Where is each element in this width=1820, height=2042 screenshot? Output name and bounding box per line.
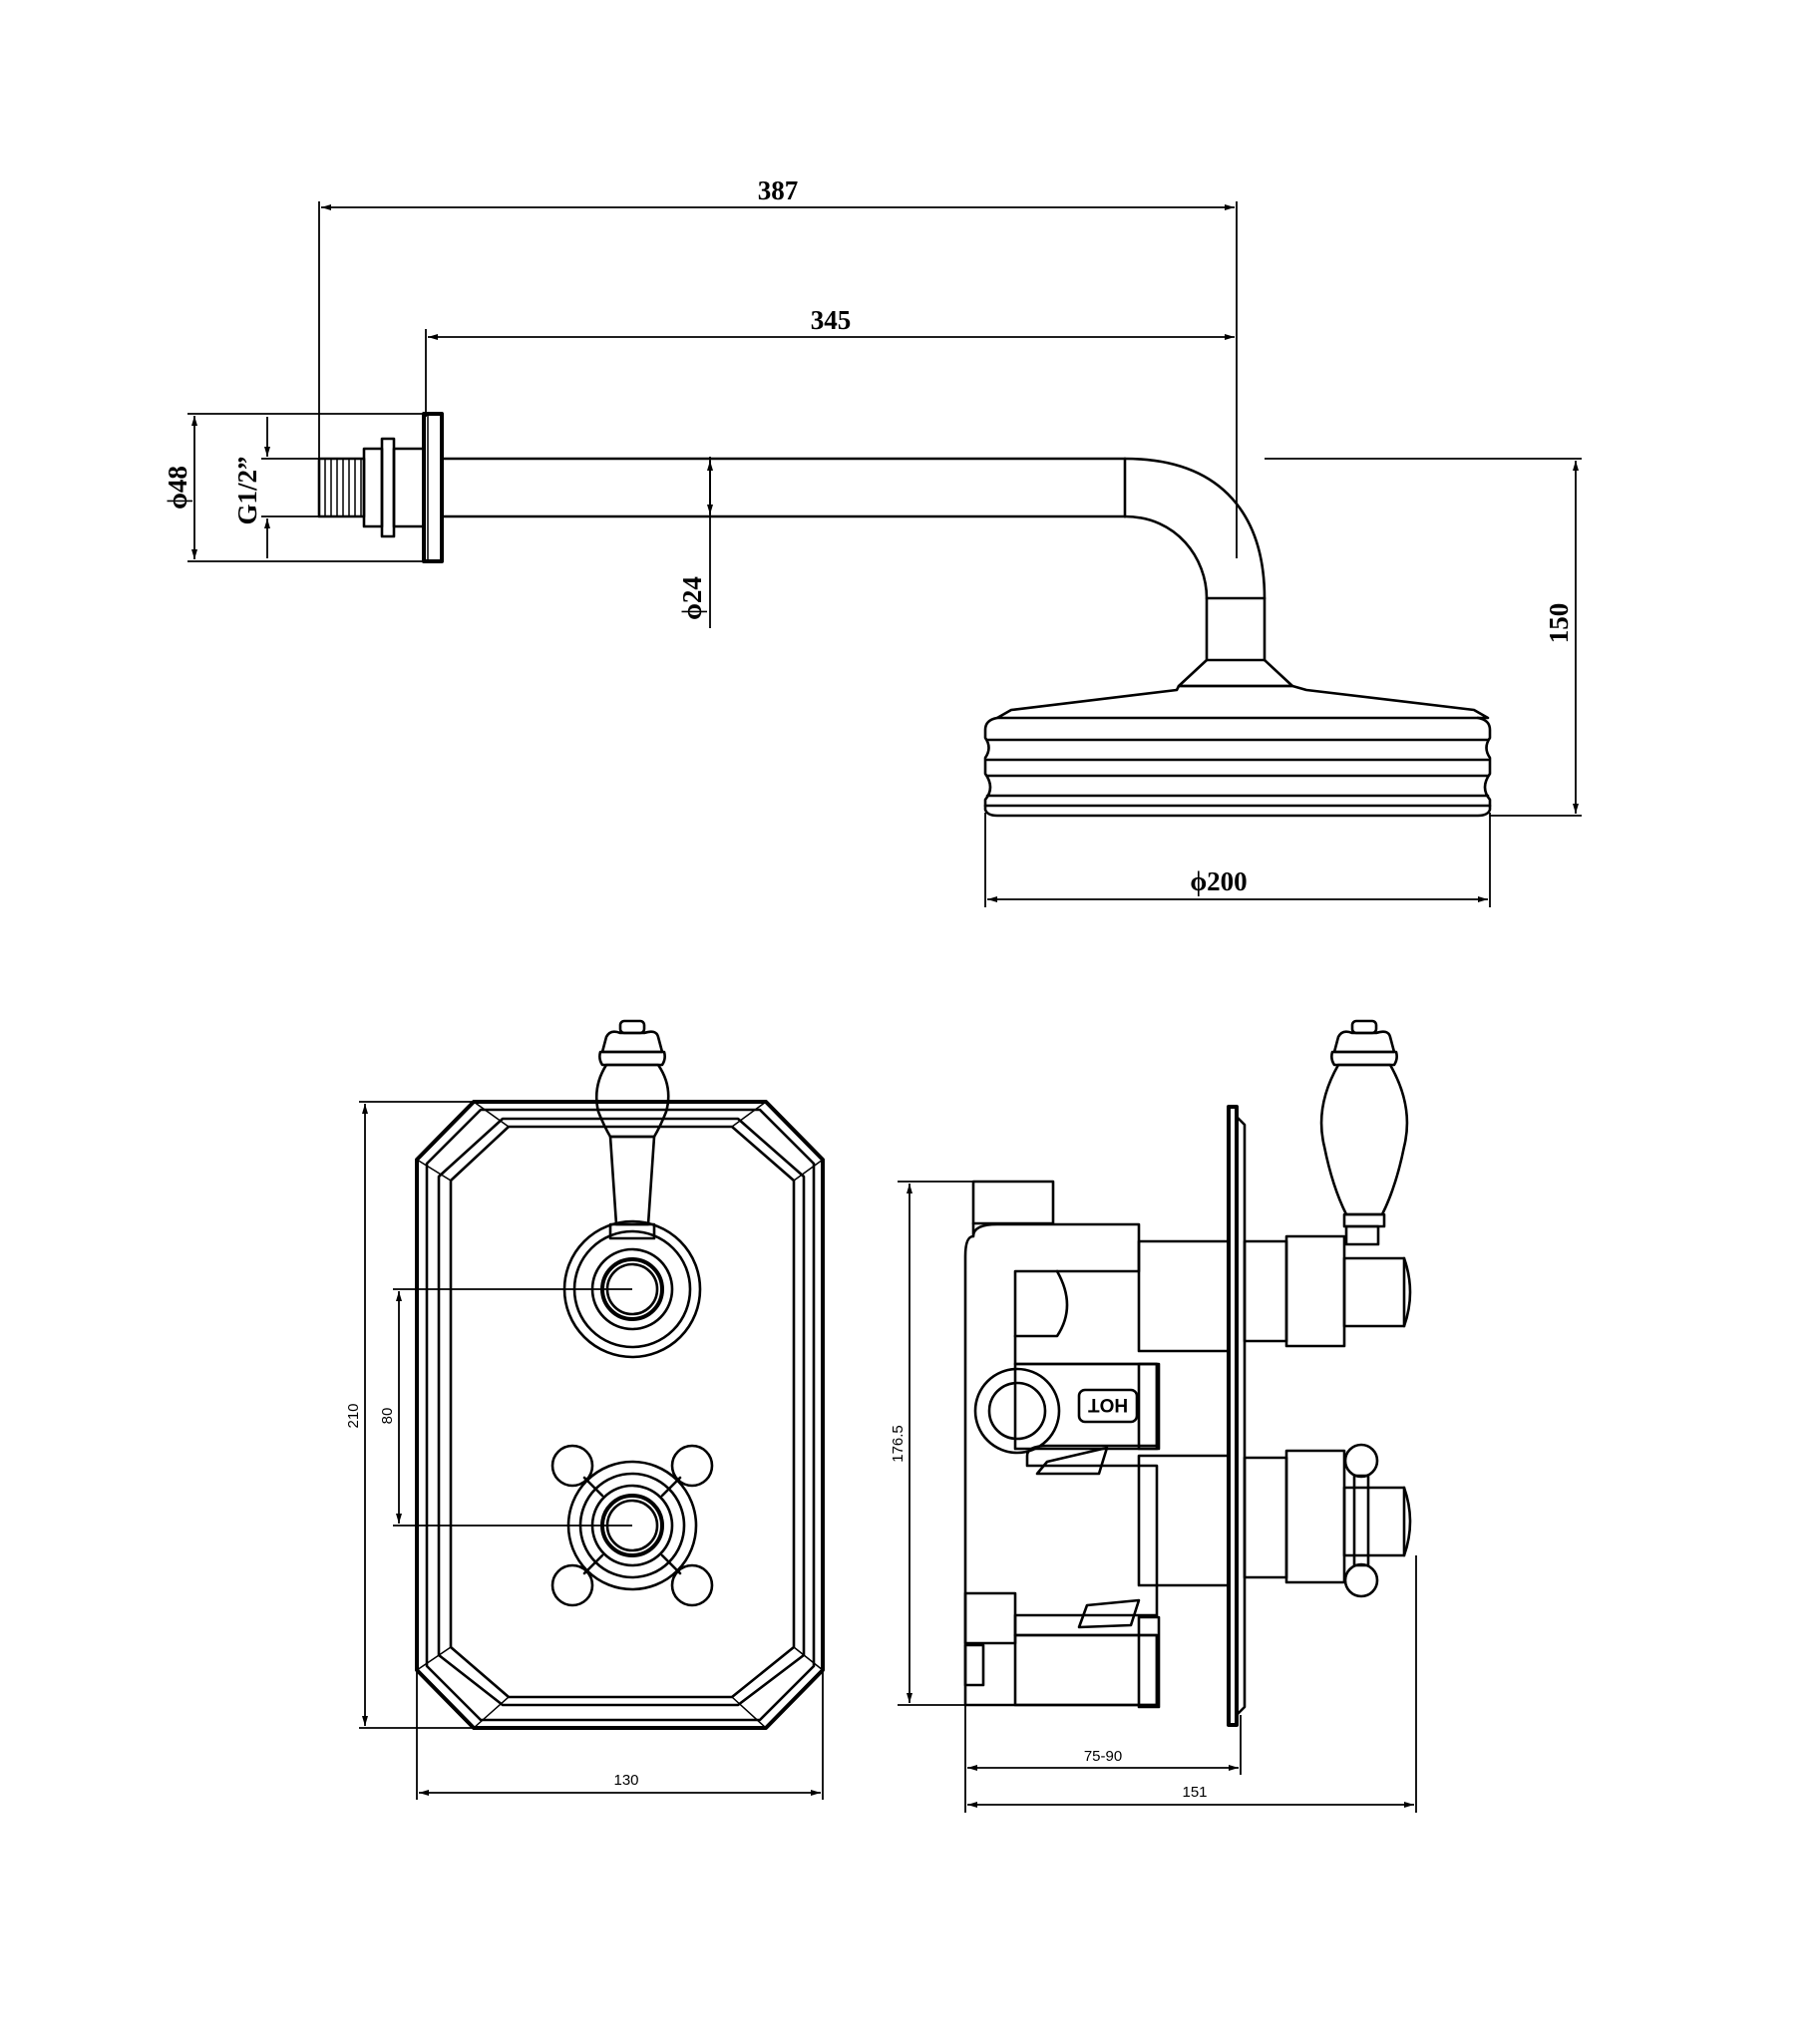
wall-plate [1227, 1105, 1247, 1727]
valve-faceplate [415, 1100, 825, 1730]
dimension-thread: G1/2” [232, 417, 319, 558]
valve-body: HOT [963, 1180, 1161, 1709]
valve-front-view: 210 80 130 [345, 1019, 825, 1800]
lever-handle [594, 1019, 670, 1240]
dimension-handle-spacing: 80 [379, 1288, 632, 1527]
hot-port-label: HOT [1088, 1394, 1129, 1415]
dimension-label-phi48: ϕ48 [163, 466, 192, 510]
dimension-overall-length: 387 [318, 175, 1238, 558]
dimension-label-75-90: 75-90 [1084, 1748, 1122, 1765]
dimension-arm-length: 345 [425, 305, 1235, 417]
dimension-label-345: 345 [811, 305, 852, 335]
upper-cartridge [1137, 1224, 1412, 1353]
valve-side-view: HOT [890, 1019, 1417, 1813]
dimension-flange-diameter: ϕ48 [163, 413, 424, 562]
dimension-total-depth: 151 [967, 1555, 1417, 1813]
dimension-label-387: 387 [758, 175, 799, 205]
dimension-label-176-5: 176.5 [890, 1425, 907, 1463]
dimension-head-height: 150 [1265, 458, 1582, 817]
dimension-label-phi200: ϕ200 [1190, 866, 1247, 896]
shower-arm [440, 457, 1267, 662]
dimension-label-phi24: ϕ24 [677, 576, 707, 620]
dimension-plate-height: 210 [345, 1101, 474, 1729]
dimension-plate-width: 130 [416, 1670, 824, 1800]
side-lever-handle [1319, 1019, 1409, 1228]
shower-arm-view: 387 345 ϕ48 G1/2” ϕ24 [163, 175, 1582, 907]
lower-cartridge [1137, 1443, 1412, 1598]
dimension-label-150: 150 [1544, 603, 1574, 644]
dimension-label-130: 130 [613, 1772, 638, 1789]
dimension-label-151: 151 [1182, 1784, 1207, 1801]
dimension-head-diameter: ϕ200 [984, 813, 1491, 907]
dimension-body-height: 176.5 [890, 1181, 973, 1706]
dimension-label-80: 80 [379, 1408, 396, 1425]
dimension-wall-depth: 75-90 [964, 1705, 1242, 1813]
dimension-label-210: 210 [345, 1403, 362, 1428]
dimension-arm-diameter: ϕ24 [677, 457, 713, 628]
wall-connector [317, 412, 444, 563]
dimension-label-thread: G1/2” [232, 456, 262, 524]
shower-head [983, 658, 1492, 818]
